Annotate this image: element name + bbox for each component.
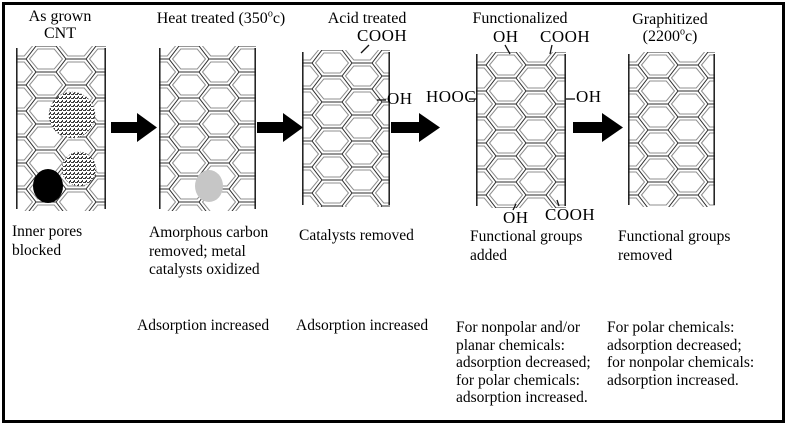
figure-border (2, 2, 785, 423)
arrow-right-icon (111, 113, 157, 142)
stage-title-graphitized: Graphitized (2200oc) (620, 11, 720, 45)
arrow-shape (573, 113, 623, 142)
metal-catalyst-ellipse (195, 170, 223, 202)
arrow-right-icon (391, 113, 440, 142)
stage-description: Inner pores blocked (12, 223, 83, 259)
functional-group-label-oh: OH (503, 208, 529, 227)
stage-description: Functional groups added (470, 228, 583, 264)
cnt-tube-graphitized-icon (628, 52, 715, 207)
arrow-shape (111, 113, 157, 142)
title-text: c) (684, 28, 698, 45)
amorphous-carbon-blob (61, 151, 97, 187)
title-line: As grown (28, 8, 92, 25)
functional-group-label-oh: OH (576, 87, 602, 106)
cnt-tube-functionalized-icon (476, 52, 566, 208)
title-text: (2200 (642, 28, 680, 45)
adsorption-note: Adsorption increased (137, 317, 270, 334)
title-line: Graphitized (632, 11, 708, 28)
degree-superscript: o (679, 26, 685, 38)
adsorption-note: For polar chemicals: adsorption decrease… (607, 319, 755, 389)
cnt-tube-as-grown-icon (16, 46, 106, 211)
cnt-tube-heat-treated-icon (159, 46, 256, 211)
functional-group-label-oh: OH (387, 89, 413, 108)
arrow-right-icon (257, 113, 303, 142)
stage-description: Functional groups removed (618, 228, 731, 264)
stage-title-heat-treated: Heat treated (350oc) (145, 8, 297, 27)
amorphous-carbon-blob (48, 91, 96, 139)
arrow-shape (391, 113, 440, 142)
arrow-right-icon (573, 113, 623, 142)
functional-group-label-oh: OH (493, 27, 519, 46)
functional-group-label-cooh: COOH (545, 205, 596, 224)
stage-title-functionalized: Functionalized (472, 10, 568, 27)
title-line: CNT (44, 25, 76, 42)
title-text: Heat treated (350 (156, 10, 268, 27)
title-text: c) (272, 10, 286, 27)
arrow-shape (257, 113, 303, 142)
title-line: (2200oc) (620, 26, 720, 45)
degree-superscript: o (267, 8, 273, 20)
pore-block-ellipse (33, 169, 63, 203)
stage-description: Amorphous carbon removed; metal catalyst… (149, 224, 269, 278)
functional-group-label-hooc: HOOC (426, 87, 477, 106)
adsorption-note: For nonpolar and/or planar chemicals: ad… (456, 319, 591, 406)
adsorption-note: Adsorption increased (296, 317, 429, 334)
stage-title-acid-treated: Acid treated (327, 10, 407, 27)
cnt-tube-acid-treated-icon (302, 50, 390, 207)
functional-group-label-cooh: COOH (357, 26, 408, 45)
stage-description: Catalysts removed (299, 227, 414, 244)
stage-title-as-grown: As grown CNT (7, 8, 113, 42)
functional-group-label-cooh: COOH (540, 27, 591, 46)
